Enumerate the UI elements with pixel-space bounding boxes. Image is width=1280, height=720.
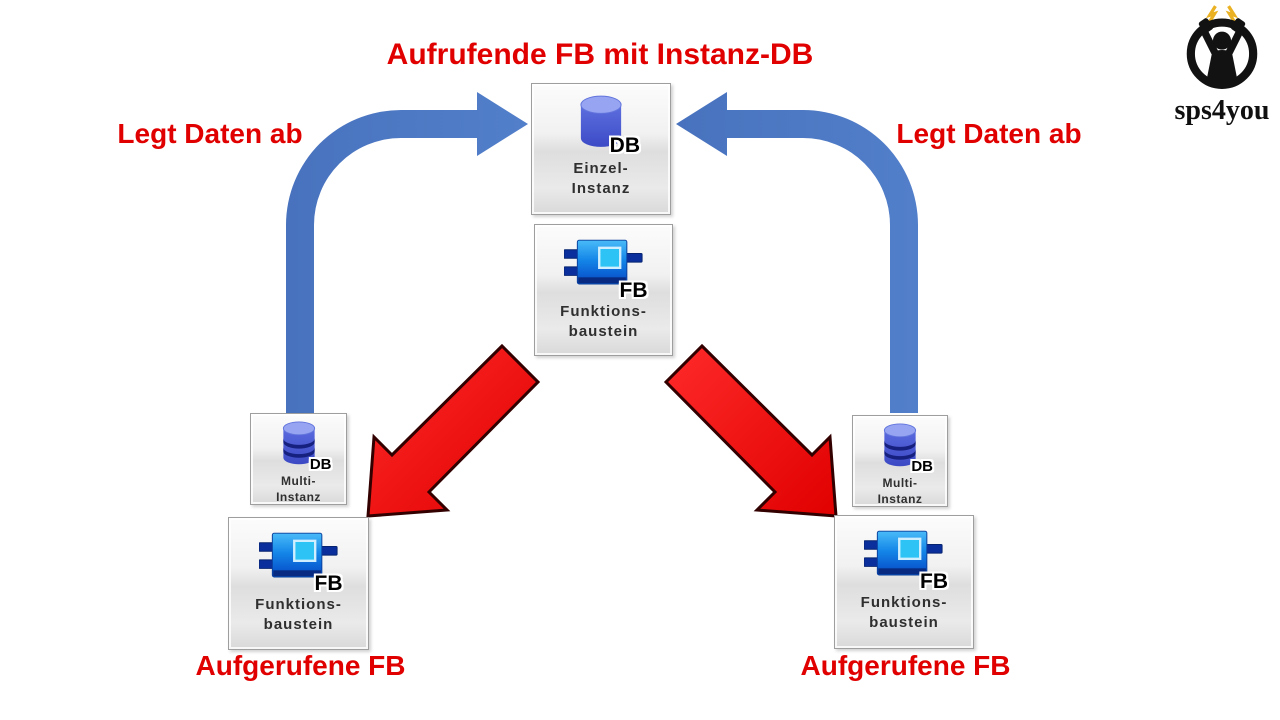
blue-elbow-arrow-left — [286, 92, 528, 413]
red-call-arrow-left — [366, 343, 541, 518]
node-funktionsbaustein-called-right: FB Funktions- baustein — [834, 515, 974, 649]
sps4you-logo-text: sps4you — [1174, 95, 1270, 126]
db-multi-icon: DB — [280, 421, 332, 473]
blue-elbow-arrow-right — [676, 92, 918, 413]
node-label: Einzel- Instanz — [571, 160, 631, 198]
lightning-icon — [1205, 5, 1219, 26]
db-badge: DB — [609, 134, 640, 157]
aufgerufene-fb-label-left: Aufgerufene FB — [195, 650, 406, 681]
lightning-icon — [1225, 5, 1239, 26]
node-label: Funktions- baustein — [560, 303, 647, 341]
fb-block-icon: FB — [563, 235, 648, 302]
node-label: Multi- Instanz — [877, 476, 923, 506]
sps4you-logo: sps4you — [1164, 4, 1280, 127]
sps4you-logo-icon — [1186, 5, 1258, 89]
fb-block-icon: FB — [258, 528, 343, 595]
red-call-arrow-right — [663, 343, 838, 518]
node-label: Funktions- baustein — [860, 594, 948, 632]
fb-badge: FB — [619, 279, 648, 302]
node-label: Funktions- baustein — [255, 596, 342, 634]
fb-badge: FB — [920, 570, 948, 593]
node-einzel-instanz-db: DB Einzel- Instanz — [531, 83, 671, 215]
node-funktionsbaustein-caller: FB Funktions- baustein — [534, 224, 673, 356]
node-label: Multi- Instanz — [276, 474, 321, 504]
db-cylinder-icon: DB — [578, 94, 640, 157]
legt-daten-label-left: Legt Daten ab — [117, 118, 303, 149]
db-badge: DB — [911, 458, 933, 475]
fb-badge: FB — [314, 572, 343, 595]
node-multi-instanz-right: DB Multi- Instanz — [852, 415, 948, 507]
fb-block-icon: FB — [863, 526, 948, 593]
diagram-title: Aufrufende FB mit Instanz-DB — [386, 38, 814, 71]
db-multi-icon: DB — [881, 423, 933, 475]
node-multi-instanz-left: DB Multi- Instanz — [250, 413, 347, 505]
legt-daten-label-right: Legt Daten ab — [896, 118, 1082, 149]
aufgerufene-fb-label-right: Aufgerufene FB — [800, 650, 1011, 681]
node-funktionsbaustein-called-left: FB Funktions- baustein — [228, 517, 369, 650]
db-badge: DB — [309, 456, 332, 473]
